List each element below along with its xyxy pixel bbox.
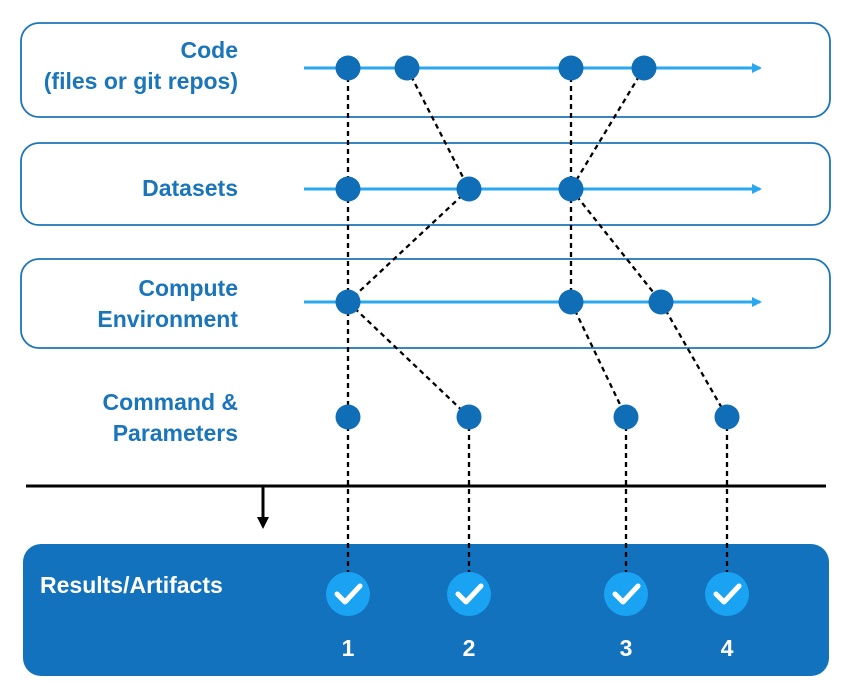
command-row-label-line-1: Command & <box>102 389 238 415</box>
result-check-2 <box>447 572 491 616</box>
command-row-label-line-2: Parameters <box>112 420 238 446</box>
dataset-version-node <box>335 176 361 202</box>
check-icon <box>713 583 742 605</box>
result-checks <box>326 572 749 616</box>
datasets-row-label-line-1: Datasets <box>142 175 238 201</box>
check-circle-icon <box>705 572 749 616</box>
check-icon <box>334 583 363 605</box>
datasets-row-box <box>20 142 831 226</box>
run-2-compute-link <box>347 301 470 418</box>
check-circle-icon <box>604 572 648 616</box>
code-version-node <box>631 55 657 81</box>
parameter-node <box>613 404 639 430</box>
code-row-label-line-2: (files or git repos) <box>43 68 238 94</box>
run-number-3: 3 <box>620 635 633 661</box>
code-row-label: Code (files or git repos) <box>35 35 238 97</box>
datasets-row-label: Datasets <box>35 173 238 204</box>
run-number-1: 1 <box>342 635 355 661</box>
result-check-3 <box>604 572 648 616</box>
check-icon <box>455 583 484 605</box>
run-2-code-link <box>405 67 471 190</box>
run-4-dataset-link <box>570 188 662 303</box>
result-check-4 <box>705 572 749 616</box>
check-circle-icon <box>326 572 370 616</box>
run-2-dataset-link <box>347 188 470 303</box>
dataset-version-node <box>456 176 482 202</box>
command-row-label: Command & Parameters <box>35 387 238 449</box>
result-check-1 <box>326 572 370 616</box>
code-version-node <box>558 55 584 81</box>
parameter-node <box>714 404 740 430</box>
run-4-compute-link <box>660 301 728 418</box>
dataset-version-node <box>558 176 584 202</box>
run-numbers: 1 2 3 4 <box>342 635 734 661</box>
parameter-node <box>456 404 482 430</box>
check-circle-icon <box>447 572 491 616</box>
run-number-2: 2 <box>463 635 476 661</box>
check-icon <box>612 583 641 605</box>
compute-version-node <box>558 289 584 315</box>
code-version-node <box>394 55 420 81</box>
run-3-compute-link <box>569 301 628 418</box>
code-row-label-line-1: Code <box>180 37 239 63</box>
lineage-links <box>346 67 729 594</box>
compute-row-label: Compute Environment <box>35 273 238 335</box>
compute-version-node <box>648 289 674 315</box>
compute-version-node <box>335 289 361 315</box>
results-panel <box>23 544 829 676</box>
compute-row-label-line-1: Compute <box>138 275 238 301</box>
run-number-4: 4 <box>721 635 734 661</box>
run-4-code-link <box>570 67 645 190</box>
compute-row-label-line-2: Environment <box>97 306 238 332</box>
code-version-node <box>335 55 361 81</box>
version-nodes <box>335 55 740 430</box>
results-title: Results/Artifacts <box>40 572 223 598</box>
parameter-node <box>335 404 361 430</box>
